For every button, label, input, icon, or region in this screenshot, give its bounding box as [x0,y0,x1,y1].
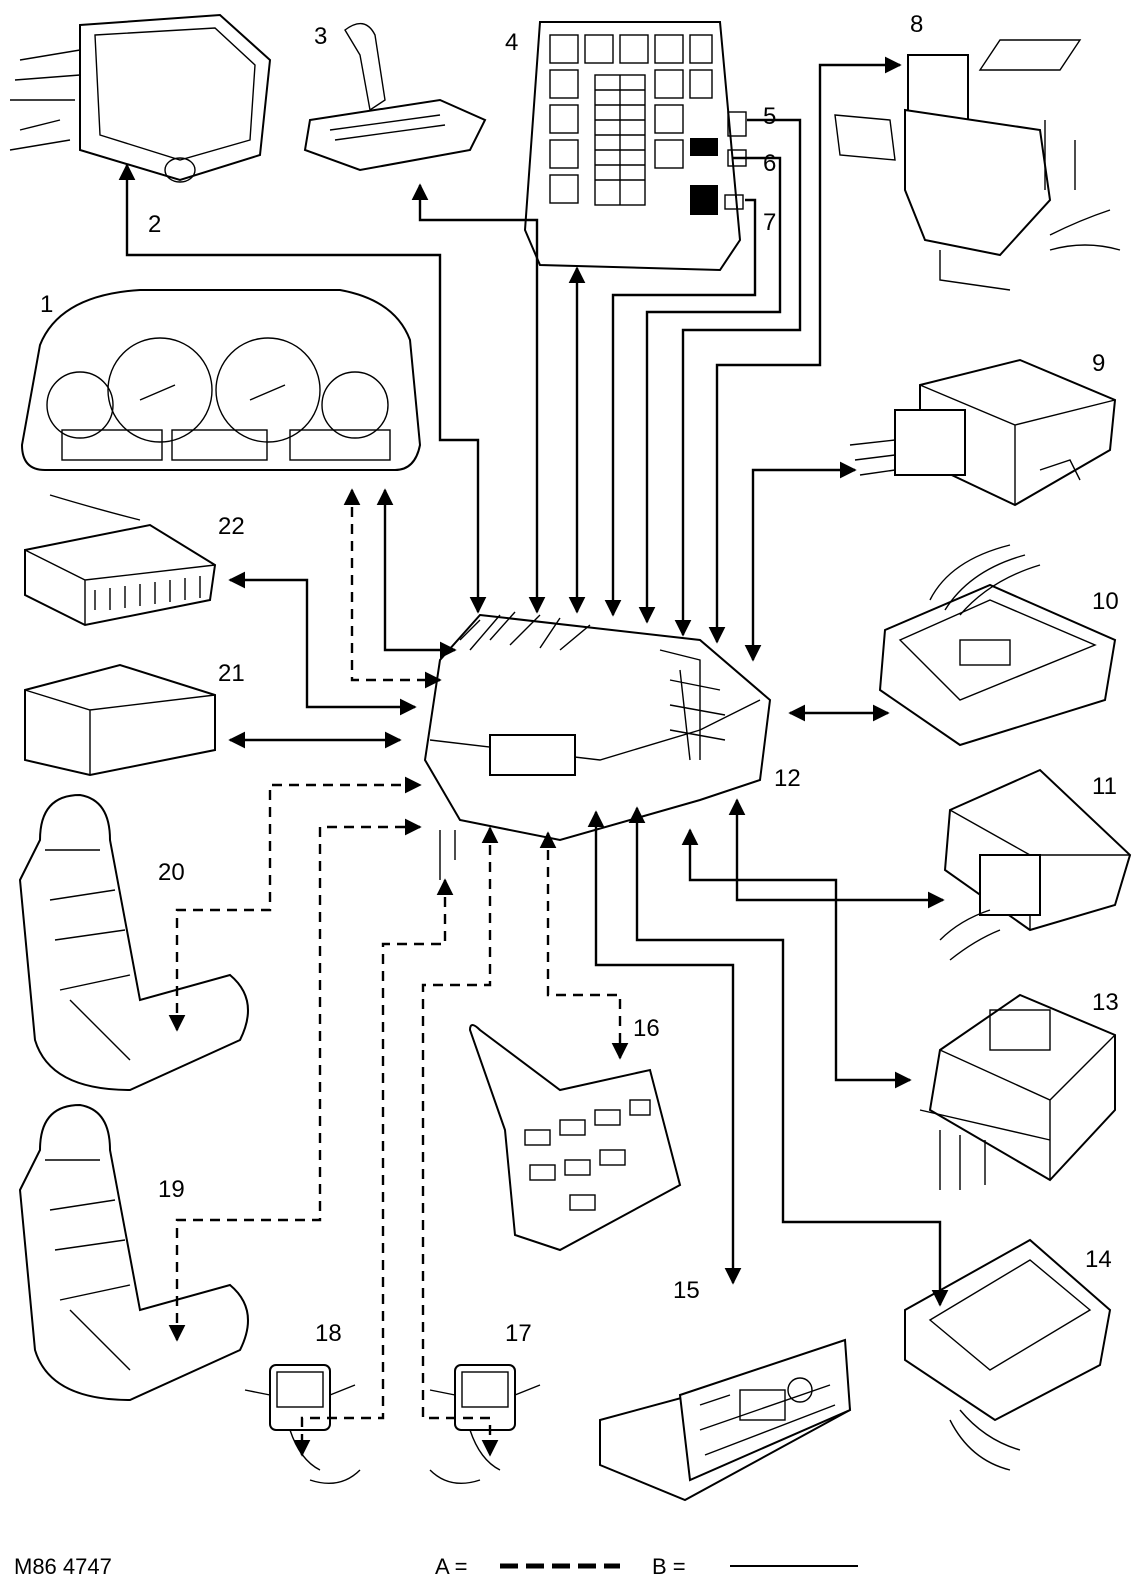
control-module-icon [880,545,1115,745]
label-1: 1 [40,291,53,318]
seat-icon [20,795,248,1090]
label-12: 12 [774,765,801,792]
label-17: 17 [505,1320,532,1347]
label-22: 22 [218,513,245,540]
connector-block-icon [25,495,215,625]
gear-selector-icon [305,24,485,170]
module-bracket-icon [835,40,1120,290]
label-3: 3 [314,23,327,50]
label-10: 10 [1092,588,1119,615]
climate-control-panel-icon [600,1340,850,1500]
control-module-icon [10,15,270,182]
label-20: 20 [158,859,185,886]
label-7: 7 [763,209,776,236]
label-8: 8 [910,11,923,38]
mirror-icon [430,1365,540,1483]
label-4: 4 [505,29,518,56]
legend-b-key: B = [652,1554,686,1579]
label-16: 16 [633,1015,660,1042]
label-14: 14 [1085,1246,1112,1273]
label-15: 15 [673,1277,700,1304]
label-5: 5 [763,103,776,130]
seat-icon [20,1105,248,1400]
door-switch-pack-icon [470,1025,680,1250]
central-module-icon [425,612,770,880]
label-19: 19 [158,1176,185,1203]
label-6: 6 [763,150,776,177]
label-18: 18 [315,1320,342,1347]
label-9: 9 [1092,350,1105,377]
legend-a-key: A = [435,1554,467,1579]
label-21: 21 [218,660,245,687]
label-2: 2 [148,211,161,238]
control-module-icon [905,1240,1110,1470]
audio-unit-icon [25,665,215,775]
label-11: 11 [1092,773,1117,800]
figure-reference: M86 4747 [14,1554,112,1579]
control-module-icon [920,995,1115,1190]
label-13: 13 [1092,989,1119,1016]
control-module-icon [850,360,1115,505]
instrument-cluster-icon [22,290,420,470]
fuse-box-icon [525,22,740,270]
